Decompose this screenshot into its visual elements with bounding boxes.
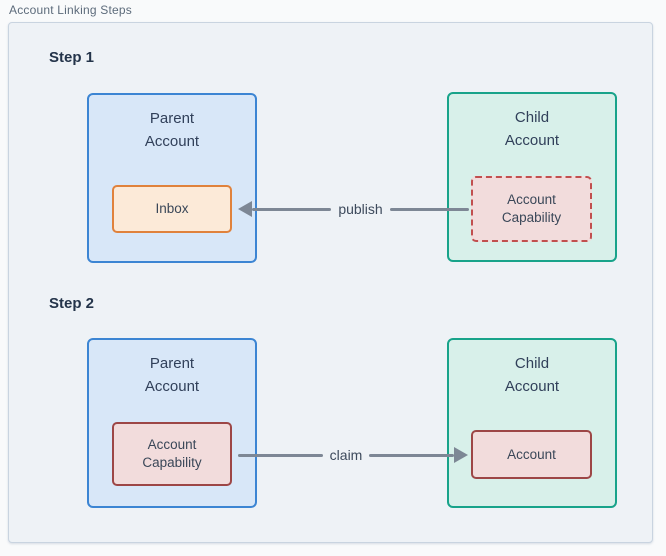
- claim-arrow-label: claim: [329, 447, 363, 463]
- publish-arrow: publish: [238, 197, 469, 221]
- account-capability-label: Account Capability: [501, 192, 562, 225]
- step-2-account-capability-node: Account Capability: [112, 422, 232, 486]
- step-1-account-capability-node: Account Capability: [471, 176, 592, 242]
- step-1-inbox-node: Inbox: [112, 185, 232, 233]
- arrow-line-segment: [369, 453, 455, 457]
- parent-account-title: Parent Account: [144, 355, 200, 395]
- arrowhead-right-icon: [454, 447, 469, 463]
- step-2-child-account-node: Child Account Account: [447, 338, 617, 508]
- child-account-title: Child Account: [504, 355, 560, 395]
- step-1-heading: Step 1: [49, 49, 95, 66]
- claim-arrow: claim: [238, 443, 469, 467]
- step-2-heading: Step 2: [49, 295, 95, 312]
- step-2-account-node: Account: [471, 430, 592, 479]
- publish-arrow-label: publish: [338, 201, 383, 217]
- diagram-title: Account Linking Steps: [9, 3, 132, 17]
- arrow-line-segment: [252, 207, 332, 211]
- step-1-child-account-node: Child Account Account Capability: [447, 92, 617, 262]
- parent-account-title: Parent Account: [144, 110, 200, 150]
- step-2-parent-account-node: Parent Account Account Capability: [87, 338, 257, 508]
- arrow-line-segment: [389, 207, 469, 211]
- account-capability-label: Account Capability: [142, 437, 202, 470]
- step-1-parent-account-node: Parent Account Inbox: [87, 93, 257, 263]
- diagram-board: Step 1 Parent Account Inbox publish Chil…: [8, 22, 653, 543]
- arrowhead-left-icon: [238, 201, 252, 217]
- inbox-label: Inbox: [155, 201, 189, 216]
- account-label: Account: [507, 446, 556, 462]
- arrow-line-segment: [238, 453, 323, 457]
- child-account-title: Child Account: [504, 109, 560, 149]
